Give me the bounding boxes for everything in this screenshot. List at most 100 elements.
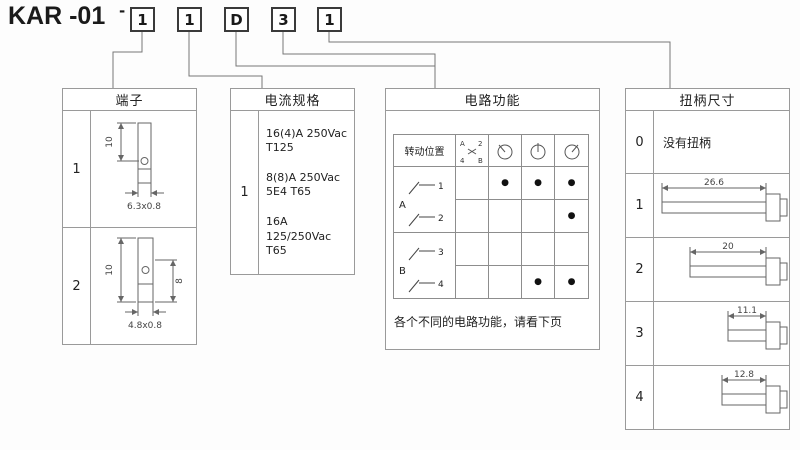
knob-position-1-icon: [497, 144, 513, 159]
current-spec-3-line-1: 16A 125/250Vac: [266, 215, 332, 243]
handle-0-id: 0: [626, 111, 654, 173]
dot-cell-3-1: [456, 233, 489, 266]
code-box-current: 1: [177, 7, 202, 32]
terminal-1-drawing-cell: 10 6.3x0.8: [91, 111, 196, 227]
current-spec-2-line-1: 8(8)A 250Vac: [266, 171, 341, 185]
dot-cell-3-4: [555, 233, 589, 266]
contact-1-label: 1: [438, 182, 444, 192]
handle-1-id: 1: [626, 174, 654, 237]
terminal-row-2: 2: [63, 228, 196, 344]
terminals-table: 端子 1: [62, 88, 197, 345]
terminal-2-width-dim: 4.8x0.8: [128, 321, 162, 331]
dot-cell-2-1: [456, 200, 489, 233]
handle-4-drawing: 12.8: [721, 370, 788, 413]
handle-1-drawing-cell: 26.6: [654, 174, 791, 237]
terminal-2-drawing: 10 8 4.8x0.8: [105, 237, 185, 331]
handle-table: 扭柄尺寸 0 没有扭柄 1: [625, 88, 790, 430]
dot-cell-4-2: [489, 266, 522, 299]
knob-position-1-cell: [489, 135, 522, 167]
circuit-group-a-cell: A 1 2: [394, 167, 456, 233]
handle-0-cell: 没有扭柄: [654, 111, 789, 173]
knob-position-3-cell: [555, 135, 589, 167]
contact-4-label: 4: [438, 280, 444, 290]
current-id: 1: [231, 111, 259, 274]
handle-3-drawing-cell: 11.1: [654, 302, 791, 365]
position-label-4: 4: [460, 157, 465, 165]
current-table: 电流规格 1 16(4)A 250Vac T125 8(8)A 250Vac 5…: [230, 88, 355, 275]
circuit-function-grid: 转动位置 A 2 4 B: [393, 134, 589, 299]
terminal-2-side-dim: 8: [175, 278, 185, 284]
code-prefix: KAR -01: [8, 2, 106, 30]
current-spec-2: 8(8)A 250Vac 5E4 T65: [266, 171, 350, 200]
handle-3-id: 3: [626, 302, 654, 365]
circuit-table-title: 电路功能: [386, 89, 599, 111]
circuit-group-b-cell: B 3 4: [394, 233, 456, 299]
dot-cell-3-2: [489, 233, 522, 266]
connector-circuit-series: [235, 32, 436, 88]
connector-handle: [328, 32, 671, 88]
knob-position-2-icon: [530, 142, 546, 159]
dot-cell-2-3: [522, 200, 555, 233]
terminal-row-1: 1: [63, 111, 196, 228]
knob-position-3-icon: [564, 144, 579, 159]
handle-row-2: 2 20: [626, 238, 789, 302]
handle-row-0: 0 没有扭柄: [626, 111, 789, 174]
position-map-cell: A 2 4 B: [456, 135, 489, 167]
current-specs-cell: 16(4)A 250Vac T125 8(8)A 250Vac 5E4 T65 …: [259, 111, 354, 274]
handle-1-dim: 26.6: [704, 178, 724, 188]
current-spec-2-line-2: 5E4 T65: [266, 185, 312, 199]
rotation-position-header: 转动位置: [394, 135, 456, 167]
current-spec-3-line-2: T65: [266, 243, 287, 257]
current-spec-1-line-1: 16(4)A 250Vac: [266, 126, 348, 140]
handle-row-1: 1 26.6: [626, 174, 789, 238]
current-spec-1-line-2: T125: [266, 141, 294, 155]
group-b-label: B: [399, 266, 406, 277]
dot-cell-4-1: [456, 266, 489, 299]
handle-3-dim: 11.1: [737, 306, 757, 316]
connector-current: [188, 32, 263, 88]
code-box-circuit-number: 3: [271, 7, 296, 32]
code-box-handle: 1: [317, 7, 342, 32]
dot-cell-1-1: [456, 167, 489, 200]
handle-2-dim: 20: [722, 242, 734, 252]
terminal-2-height-dim: 10: [105, 264, 115, 276]
handle-row-3: 3 11.1: [626, 302, 789, 366]
dot-cell-3-3: [522, 233, 555, 266]
contact-3-label: 3: [438, 248, 444, 258]
knob-position-2-cell: [522, 135, 555, 167]
contact-2-label: 2: [438, 214, 444, 224]
position-label-b: B: [478, 157, 483, 165]
code-box-terminal: 1: [130, 7, 155, 32]
handle-0-label: 没有扭柄: [663, 135, 712, 150]
dot-cell-1-2: ●: [489, 167, 522, 200]
handle-2-id: 2: [626, 238, 654, 301]
dot-cell-1-4: ●: [555, 167, 589, 200]
handle-2-drawing-cell: 20: [654, 238, 791, 301]
circuit-group-a-symbol: A 1 2: [399, 181, 444, 226]
terminal-1-width-dim: 6.3x0.8: [127, 202, 161, 212]
dot-cell-1-3: ●: [522, 167, 555, 200]
group-a-label: A: [399, 200, 406, 211]
dot-cell-2-4: ●: [555, 200, 589, 233]
code-box-circuit-series: D: [224, 7, 249, 32]
dot-cell-4-3: ●: [522, 266, 555, 299]
dot-cell-2-2: [489, 200, 522, 233]
handle-4-drawing-cell: 12.8: [654, 366, 791, 429]
position-map-icon: A 2 4 B: [460, 140, 483, 165]
current-row-1: 1 16(4)A 250Vac T125 8(8)A 250Vac 5E4 T6…: [231, 111, 354, 274]
circuit-group-b-symbol: B 3 4: [399, 247, 444, 292]
connector-terminals: [112, 32, 143, 88]
handle-4-dim: 12.8: [734, 370, 754, 380]
connector-circuit-number: [282, 32, 436, 66]
circuit-note: 各个不同的电路功能，请看下页: [394, 315, 563, 329]
terminal-1-height-dim: 10: [105, 136, 115, 148]
handle-row-4: 4 12.8: [626, 366, 789, 429]
terminals-table-title: 端子: [63, 89, 196, 111]
terminal-2-drawing-cell: 10 8 4.8x0.8: [91, 228, 196, 344]
current-spec-3: 16A 125/250Vac T65: [266, 215, 350, 258]
handle-3-drawing: 11.1: [727, 306, 788, 349]
handle-1-drawing: 26.6: [661, 178, 788, 221]
current-table-title: 电流规格: [231, 89, 354, 111]
circuit-table: 电路功能 转动位置 A 2 4 B: [385, 88, 600, 350]
